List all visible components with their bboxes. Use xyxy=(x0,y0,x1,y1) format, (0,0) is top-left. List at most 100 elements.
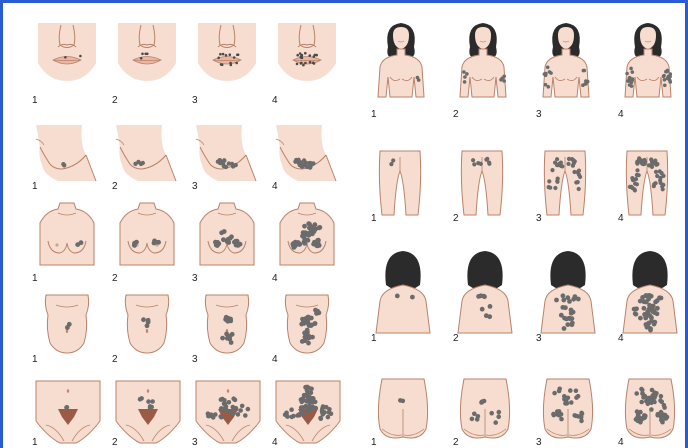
lesion-dot xyxy=(315,238,320,243)
lesion-dot xyxy=(577,169,581,173)
lesion-dot xyxy=(230,411,235,416)
lesion-dot xyxy=(552,391,557,396)
chin-jaw-stage-1-figure xyxy=(36,125,98,183)
lesion-dot xyxy=(633,182,637,186)
lesion-dot xyxy=(480,307,485,312)
lesion-dot xyxy=(576,297,581,302)
abdomen-icon xyxy=(196,295,258,357)
lesion-dot xyxy=(546,66,550,70)
stage-label: 1 xyxy=(371,334,377,344)
lesion-dot xyxy=(463,75,467,79)
perioral-face-icon xyxy=(276,23,338,81)
chin-jaw-stage-2-figure xyxy=(116,125,178,183)
lesion-dot xyxy=(572,170,576,174)
lesion-dot xyxy=(301,54,304,57)
lesion-dot xyxy=(307,335,312,340)
lesion-dot xyxy=(652,390,657,395)
lesion-dot xyxy=(644,293,649,298)
lesion-dot xyxy=(565,322,570,327)
lesion-dot xyxy=(562,326,567,331)
stage-label: 3 xyxy=(192,96,198,106)
lesion-dot xyxy=(572,161,576,165)
lesion-dot xyxy=(296,63,299,66)
lesion-dot xyxy=(238,408,243,413)
lesion-dot xyxy=(488,304,493,309)
lesion-dot xyxy=(246,407,251,412)
thighs-stage-4-figure xyxy=(619,151,675,217)
lesion-dot xyxy=(300,62,303,65)
lesion-dot xyxy=(221,237,226,242)
lesion-dot xyxy=(146,320,151,325)
stage-label: 3 xyxy=(536,438,542,448)
upper-arms-stage-4-figure xyxy=(619,21,677,99)
lesion-dot xyxy=(643,316,648,321)
lesion-dot xyxy=(630,81,634,85)
stage-label: 1 xyxy=(32,438,38,448)
upper-abdomen-stage-1-figure xyxy=(36,295,98,357)
thighs-icon xyxy=(372,151,428,217)
lesion-dot xyxy=(217,57,220,60)
lesion-dot xyxy=(141,53,144,56)
lesion-dot xyxy=(493,420,498,425)
lesion-dot xyxy=(649,319,654,324)
lesion-dot xyxy=(227,400,232,405)
lesion-dot xyxy=(305,165,309,169)
lesion-dot xyxy=(489,411,494,416)
lesion-dot xyxy=(61,162,65,166)
lesion-dot xyxy=(665,70,669,74)
lesion-dot xyxy=(543,72,547,76)
stage-label: 2 xyxy=(453,214,459,224)
lesion-dot xyxy=(301,320,306,325)
lesion-dot xyxy=(214,243,219,248)
lesion-dot xyxy=(230,64,233,67)
lesion-dot xyxy=(228,236,233,241)
lesion-dot xyxy=(64,56,67,59)
lesion-dot xyxy=(564,317,569,322)
upper-arms-stage-1-figure xyxy=(372,21,430,99)
lesion-dot xyxy=(306,341,311,346)
stage-label: 1 xyxy=(371,110,377,120)
perioral-face-icon xyxy=(196,23,258,81)
lesion-dot xyxy=(307,161,311,165)
lesion-dot xyxy=(304,52,307,55)
lesion-dot xyxy=(211,415,216,420)
upper-back-stage-1-figure xyxy=(372,249,434,333)
woman-front-torso-icon xyxy=(537,21,595,99)
lesion-dot xyxy=(634,391,639,396)
lesion-dot xyxy=(557,387,562,392)
lesion-dot xyxy=(642,306,647,311)
lesion-dot xyxy=(146,53,149,56)
stage-label: 3 xyxy=(536,110,542,120)
perioral-stage-3-figure xyxy=(196,23,258,81)
lesion-dot xyxy=(302,224,307,229)
lesion-dot xyxy=(285,414,290,419)
lesion-dot xyxy=(139,396,144,401)
woman-front-torso-icon xyxy=(619,21,677,99)
lesion-dot xyxy=(222,53,225,56)
lower-abdomen-stage-1-figure xyxy=(36,381,100,443)
lesion-dot xyxy=(307,226,312,231)
lesion-dot xyxy=(321,404,326,409)
lesion-dot xyxy=(659,394,664,399)
lesion-dot xyxy=(313,321,318,326)
lesion-dot xyxy=(568,388,573,393)
stage-label: 1 xyxy=(32,274,38,284)
lesion-dot xyxy=(327,410,332,415)
lower-abdomen-stage-4-figure xyxy=(276,381,340,443)
lesion-dot xyxy=(309,61,312,64)
lesion-dot xyxy=(462,70,466,74)
perioral-stage-1-figure xyxy=(36,23,98,81)
chin-jaw-stage-3-figure xyxy=(196,125,258,183)
stage-label: 3 xyxy=(192,355,198,365)
lesion-dot xyxy=(222,229,227,234)
lesion-dot xyxy=(479,162,483,166)
lesion-dot xyxy=(487,161,491,165)
stage-label: 4 xyxy=(272,182,278,192)
chin-jaw-stage-4-figure xyxy=(276,125,338,183)
stage-label: 2 xyxy=(112,182,118,192)
stage-label: 1 xyxy=(32,96,38,106)
lesion-dot xyxy=(549,71,553,75)
lesion-dot xyxy=(307,386,312,391)
lesion-dot xyxy=(141,317,146,322)
lesion-dot xyxy=(218,158,222,162)
